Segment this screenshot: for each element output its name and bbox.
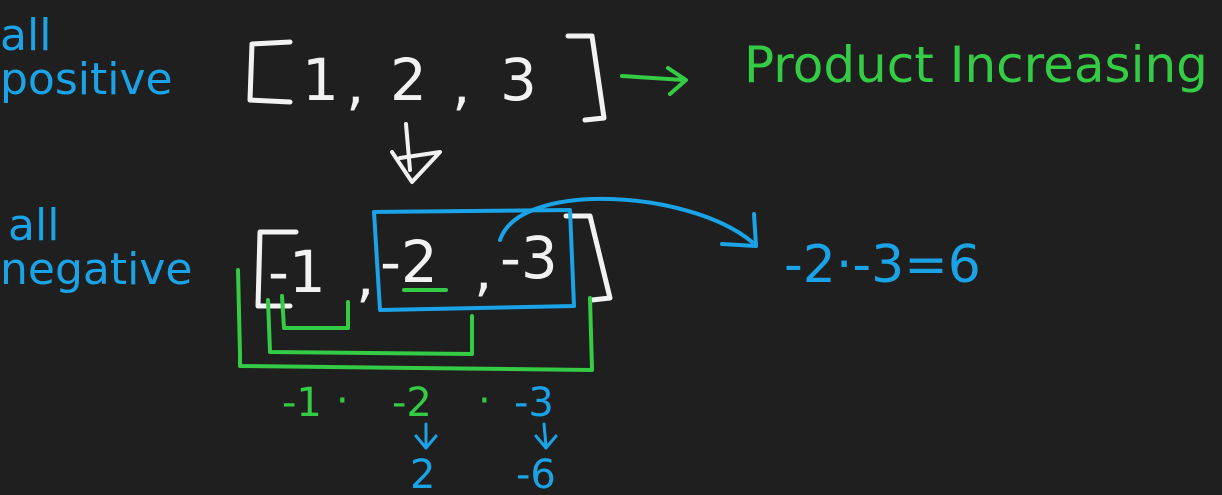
green-prefix-bracket-1 [280,294,350,330]
prefix-term-2: -2 [392,380,432,426]
prefix-result-1: 2 [410,452,435,495]
prefix-term-3: -3 [514,380,554,426]
positive-value-1: 1 [302,46,339,114]
positive-array-right-bracket [565,33,607,123]
blue-subarray-box [372,208,576,312]
white-arrow-down-icon [390,122,442,184]
negative-array-left-bracket [255,229,299,309]
label-all-negative-line1: all [8,200,59,251]
prefix-result-2: -6 [516,452,556,495]
green-arrow-right-icon [620,66,688,96]
label-all-negative-line2: negative [0,244,192,295]
prefix-dot-1: · [336,378,349,424]
negative-separator-2: , [474,236,492,304]
blue-arrow-down-icon-1 [414,422,438,450]
green-prefix-bracket-2 [266,298,474,356]
green-prefix-bracket-3 [236,268,594,372]
blue-curved-arrow-icon [498,197,758,248]
label-all-positive-line2: positive [0,54,173,105]
prefix-dot-2: · [478,378,491,424]
label-product-increasing: Product Increasing [744,36,1208,94]
positive-array-left-bracket [247,39,293,105]
negative-array-right-bracket [563,213,613,303]
positive-value-3: 3 [500,46,537,114]
positive-value-2: 2 [390,46,427,114]
label-all-positive-line1: all [0,10,51,61]
prefix-term-1: -1 [282,380,322,426]
blue-arrow-down-icon-2 [534,422,558,450]
negative-value-3: -3 [500,224,558,292]
negative-value-2: -2 [380,228,438,296]
subarray-product-expression: -2·-3=6 [784,235,981,295]
positive-separator-1: , [346,50,364,118]
negative-separator-1: , [356,242,374,310]
negative-value-1: -1 [268,238,326,306]
positive-separator-2: , [452,50,470,118]
